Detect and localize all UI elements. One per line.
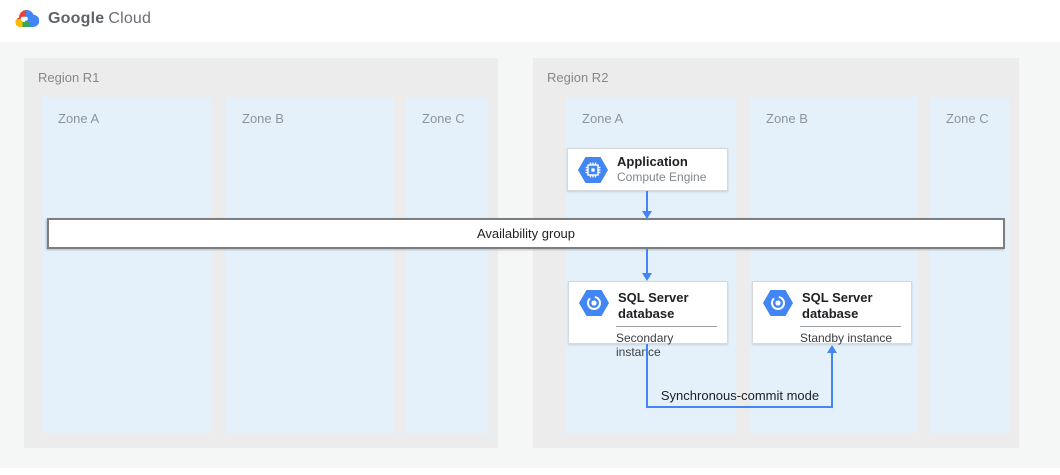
card-divider [616, 325, 717, 327]
arrow-group-to-sql-head [642, 273, 652, 281]
sql-server-secondary-card: SQL Server database Secondary instance [568, 281, 728, 359]
application-card-subtitle: Compute Engine [617, 170, 707, 185]
arrow-app-to-group-head [642, 211, 652, 219]
arrow-app-to-group-line [646, 191, 648, 212]
arrow-group-to-sql-line [646, 249, 648, 274]
availability-group-bar: Availability group [47, 218, 1005, 249]
region-r2-label: Region R2 [547, 70, 609, 85]
region-r1: Region R1 Zone A Zone B Zone C [24, 58, 498, 448]
region-r2-zone-c: Zone C [930, 97, 1009, 433]
application-card-title: Application [617, 154, 688, 170]
diagram-stage: Region R1 Zone A Zone B Zone C Region R2… [0, 42, 1060, 468]
card-divider [800, 325, 901, 327]
sync-connector-left-line [646, 344, 648, 408]
zone-label: Zone B [242, 111, 284, 126]
google-cloud-icon [14, 9, 39, 29]
sql-server-standby-card: SQL Server database Standby instance [752, 281, 912, 345]
zone-label: Zone C [946, 111, 989, 126]
region-r2: Region R2 Zone A Zone B Zone C [533, 58, 1019, 448]
sql-card-title: SQL Server database [618, 290, 689, 321]
region-r1-zone-a: Zone A [42, 97, 212, 433]
sync-commit-mode-label: Synchronous-commit mode [660, 388, 820, 403]
zone-label: Zone B [766, 111, 808, 126]
sql-card-title: SQL Server database [802, 290, 873, 321]
sync-connector-bottom-line [646, 406, 833, 408]
sync-connector-arrow-head [827, 345, 837, 353]
region-r2-zone-b: Zone B [750, 97, 918, 433]
region-r1-label: Region R1 [38, 70, 100, 85]
zone-label: Zone C [422, 111, 465, 126]
sql-server-database-icon [763, 290, 793, 316]
compute-engine-icon [578, 156, 608, 183]
sql-card-instance-label: Secondary instance [616, 330, 674, 359]
region-r1-zone-b: Zone B [226, 97, 394, 433]
sync-connector-right-line [831, 352, 833, 408]
zone-label: Zone A [58, 111, 100, 126]
region-r1-zone-c: Zone C [406, 97, 488, 433]
sql-server-database-icon [579, 290, 609, 316]
application-card: Application Compute Engine [567, 148, 728, 191]
logo-word-cloud: Cloud [108, 10, 152, 27]
availability-group-label: Availability group [476, 226, 576, 241]
zone-label: Zone A [582, 111, 624, 126]
logo-word-google: Google [48, 10, 105, 27]
sql-card-instance-label: Standby instance [800, 330, 893, 345]
